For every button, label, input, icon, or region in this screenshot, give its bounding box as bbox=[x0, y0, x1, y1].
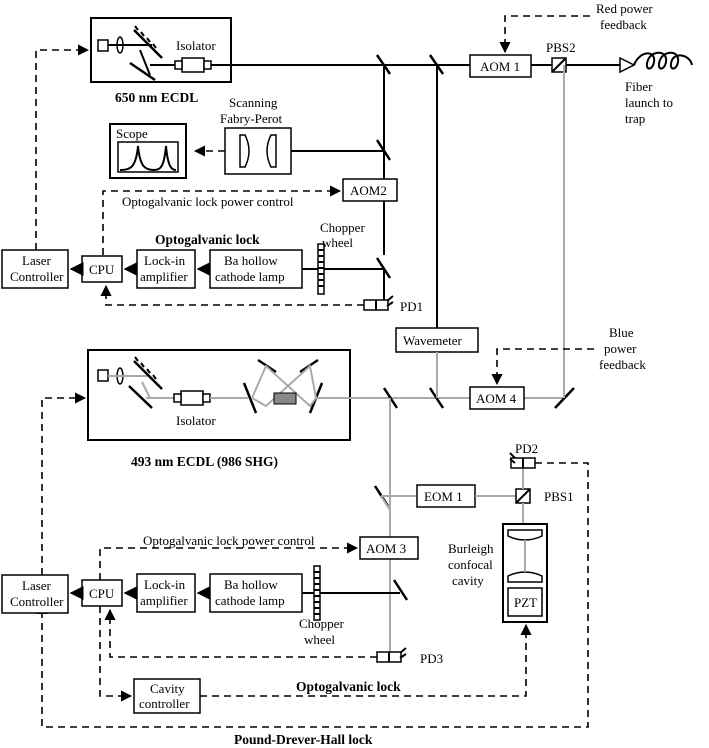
red-feedback-label-2: feedback bbox=[600, 17, 647, 32]
og-power-bottom-label: Optogalvanic lock power control bbox=[143, 533, 315, 548]
laser-controller-bottom-label-2: Controller bbox=[10, 594, 64, 609]
laser-diode-icon bbox=[97, 39, 109, 52]
pdh-lock-line bbox=[36, 462, 589, 728]
laser-controller-bottom-box bbox=[1, 574, 69, 614]
mirror-icon bbox=[129, 61, 156, 82]
wavemeter-box bbox=[395, 327, 479, 353]
lockin-bottom-box bbox=[136, 573, 196, 613]
aom-4-box bbox=[469, 386, 525, 410]
shg-crystal-icon bbox=[273, 392, 297, 405]
ecdl-650-label: 650 nm ECDL bbox=[115, 90, 198, 105]
pd3-label: PD3 bbox=[420, 651, 443, 666]
blue-feedback-label-3: feedback bbox=[599, 357, 646, 372]
chopper-top-label-1: Chopper bbox=[320, 220, 365, 235]
fiber-label-3: trap bbox=[625, 111, 645, 126]
isolator-icon bbox=[180, 390, 204, 406]
scope-trace-icon bbox=[119, 145, 177, 172]
burleigh-label-1: Burleigh bbox=[448, 541, 494, 556]
chopper-wheel-bottom-icon bbox=[313, 565, 321, 621]
burleigh-label-3: cavity bbox=[452, 573, 484, 588]
pbs1-label: PBS1 bbox=[544, 489, 574, 504]
mirror-icon bbox=[375, 54, 392, 75]
laser-controller-top-label-1: Laser bbox=[22, 253, 52, 268]
lockin-top-label-1: Lock-in bbox=[144, 253, 186, 268]
aom-1-box bbox=[469, 54, 532, 78]
aom-3-box bbox=[359, 536, 419, 560]
pdh-lock-label: Pound-Drever-Hall lock bbox=[234, 732, 373, 747]
red-feedback-line bbox=[499, 15, 590, 54]
chopper-bottom-label-2: wheel bbox=[304, 632, 335, 647]
fiber-label-2: launch to bbox=[625, 95, 673, 110]
pzt-label: PZT bbox=[514, 595, 537, 610]
isolator-icon bbox=[181, 57, 205, 73]
isolator-label: Isolator bbox=[176, 38, 216, 53]
ba-lamp-top-label-1: Ba hollow bbox=[224, 253, 278, 268]
chopper-bottom-label-1: Chopper bbox=[299, 616, 344, 631]
blue-feedback-label-1: Blue bbox=[609, 325, 634, 340]
laser-controller-top-label-2: Controller bbox=[10, 269, 64, 284]
mirror-icon bbox=[428, 54, 445, 75]
ba-lamp-top-box bbox=[209, 249, 303, 289]
aom2-label: AOM2 bbox=[350, 183, 387, 198]
og-lock-bottom-label: Optogalvanic lock bbox=[296, 679, 401, 694]
fiber-label-1: Fiber bbox=[625, 79, 653, 94]
isolator-bottom-label: Isolator bbox=[176, 413, 216, 428]
fabry-perot-label-2: Fabry-Perot bbox=[220, 111, 282, 126]
ecdl-493-enclosure: Isolator bbox=[87, 349, 351, 441]
red-feedback-label-1: Red power bbox=[596, 1, 653, 16]
fabry-perot-label-1: Scanning bbox=[229, 95, 278, 110]
chopper-top-label-2: wheel bbox=[322, 235, 353, 250]
laser-controller-bottom-label-1: Laser bbox=[22, 578, 52, 593]
laser-controller-top-box bbox=[1, 249, 69, 289]
aom-1-label: AOM 1 bbox=[480, 59, 520, 74]
pzt-box bbox=[507, 587, 543, 617]
fiber-coil-icon bbox=[633, 51, 693, 70]
cpu-top-label: CPU bbox=[89, 262, 115, 277]
aom2-box bbox=[342, 178, 398, 202]
pbs2-label: PBS2 bbox=[546, 40, 576, 55]
ba-lamp-bottom-label-2: cathode lamp bbox=[215, 593, 285, 608]
scope-label: Scope bbox=[116, 126, 148, 141]
cavity-controller-label-1: Cavity bbox=[150, 681, 185, 696]
lockin-bottom-label-2: amplifier bbox=[140, 593, 188, 608]
lockin-bottom-label-1: Lock-in bbox=[144, 577, 186, 592]
ba-lamp-top-label-2: cathode lamp bbox=[215, 269, 285, 284]
og-lock-top-label: Optogalvanic lock bbox=[155, 232, 260, 247]
fiber-coupler-icon bbox=[619, 56, 636, 74]
cavity-controller-label-2: controller bbox=[139, 696, 190, 711]
mirror-icon bbox=[392, 579, 409, 601]
fabry-perot-box bbox=[224, 127, 292, 175]
cpu-top-box bbox=[81, 255, 123, 283]
cpu-bottom-label: CPU bbox=[89, 586, 115, 601]
ecdl-650-enclosure: Isolator bbox=[90, 17, 232, 83]
pd1-label: PD1 bbox=[400, 299, 423, 314]
aom-3-label: AOM 3 bbox=[366, 541, 406, 556]
wavemeter-label: Wavemeter bbox=[403, 333, 463, 348]
og-power-top-label: Optogalvanic lock power control bbox=[122, 194, 294, 209]
lockin-top-box bbox=[136, 249, 196, 289]
ecdl-493-label: 493 nm ECDL (986 SHG) bbox=[131, 454, 278, 469]
blue-feedback-label-2: power bbox=[604, 341, 637, 356]
aom-4-label: AOM 4 bbox=[476, 391, 517, 406]
lockin-top-label-2: amplifier bbox=[140, 269, 188, 284]
pd2-label: PD2 bbox=[515, 441, 538, 456]
ba-lamp-bottom-label-1: Ba hollow bbox=[224, 577, 278, 592]
eom-1-label: EOM 1 bbox=[424, 489, 463, 504]
grating-icon bbox=[133, 29, 163, 59]
burleigh-label-2: confocal bbox=[448, 557, 493, 572]
